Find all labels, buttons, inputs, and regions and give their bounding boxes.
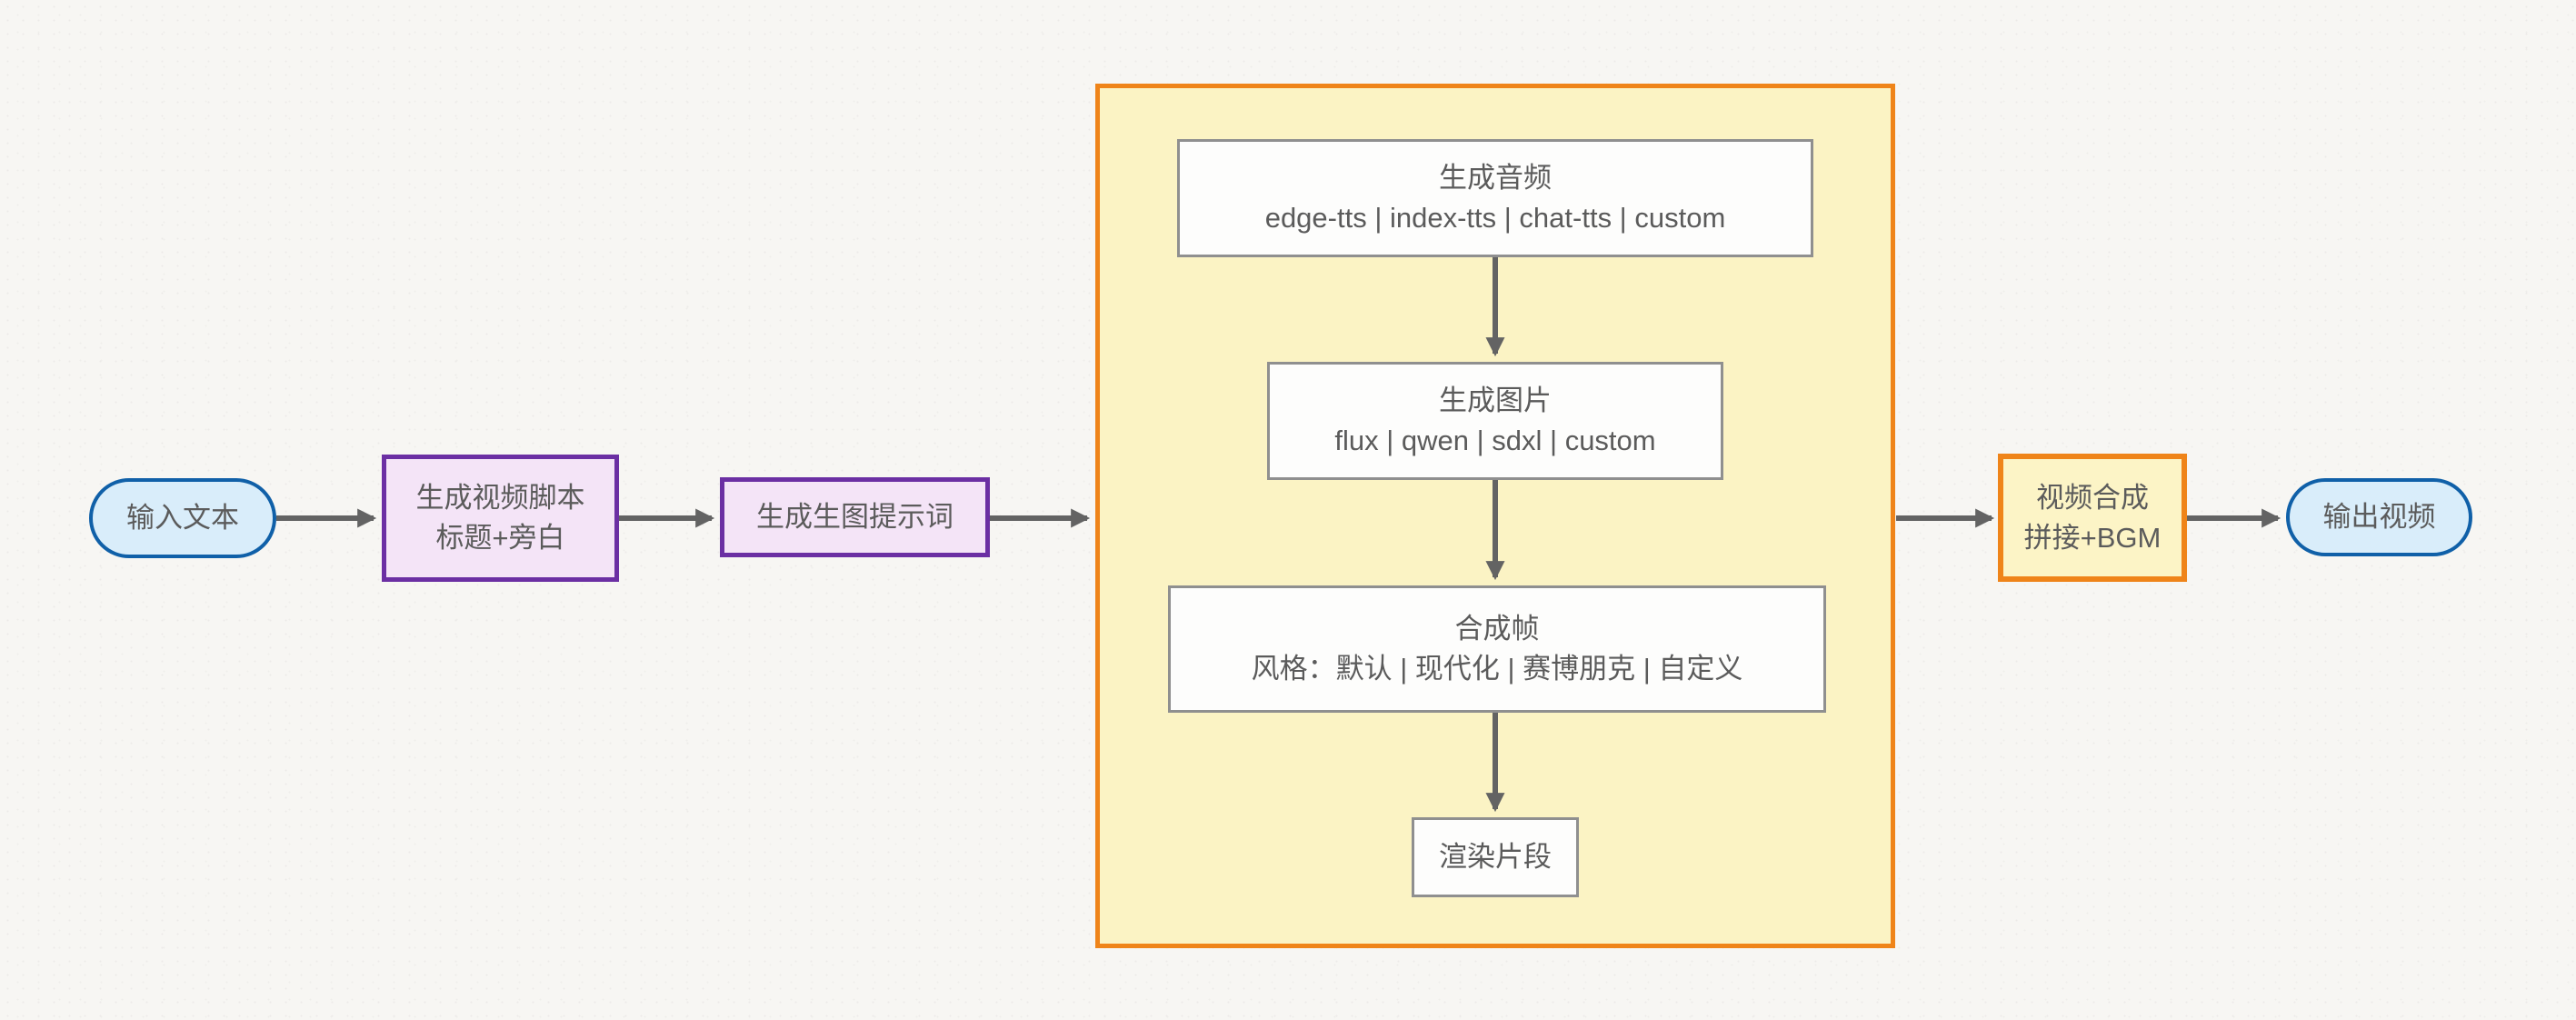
node-compose-frame: 合成帧 风格：默认 | 现代化 | 赛博朋克 | 自定义 (1168, 585, 1826, 713)
node-generate-script-title: 生成视频脚本 (415, 482, 585, 514)
node-output-video: 输出视频 (2286, 478, 2472, 556)
node-generate-audio-subtitle: edge-tts | index-tts | chat-tts | custom (1264, 202, 1726, 234)
node-generate-image-prompt-label: 生成生图提示词 (756, 501, 954, 533)
node-video-merge-title: 视频合成 (2036, 481, 2149, 514)
node-render-clip-label: 渲染片段 (1439, 841, 1552, 873)
node-input-text-label: 输入文本 (126, 502, 239, 534)
node-generate-script-subtitle: 标题+旁白 (435, 522, 565, 554)
node-video-merge: 视频合成 拼接+BGM (1998, 454, 2187, 582)
node-generate-image-prompt: 生成生图提示词 (720, 477, 990, 557)
node-generate-audio-title: 生成音频 (1439, 162, 1552, 194)
node-compose-frame-title: 合成帧 (1454, 613, 1540, 645)
node-output-video-label: 输出视频 (2322, 501, 2436, 533)
node-render-clip: 渲染片段 (1412, 817, 1579, 897)
node-generate-image-title: 生成图片 (1439, 385, 1552, 416)
node-input-text: 输入文本 (89, 478, 276, 558)
node-generate-image: 生成图片 flux | qwen | sdxl | custom (1267, 362, 1723, 480)
node-generate-image-subtitle: flux | qwen | sdxl | custom (1334, 425, 1656, 456)
node-generate-script: 生成视频脚本 标题+旁白 (382, 455, 619, 582)
node-video-merge-subtitle: 拼接+BGM (2023, 521, 2162, 554)
node-compose-frame-subtitle: 风格：默认 | 现代化 | 赛博朋克 | 自定义 (1251, 653, 1743, 685)
node-generate-audio: 生成音频 edge-tts | index-tts | chat-tts | c… (1177, 139, 1813, 257)
